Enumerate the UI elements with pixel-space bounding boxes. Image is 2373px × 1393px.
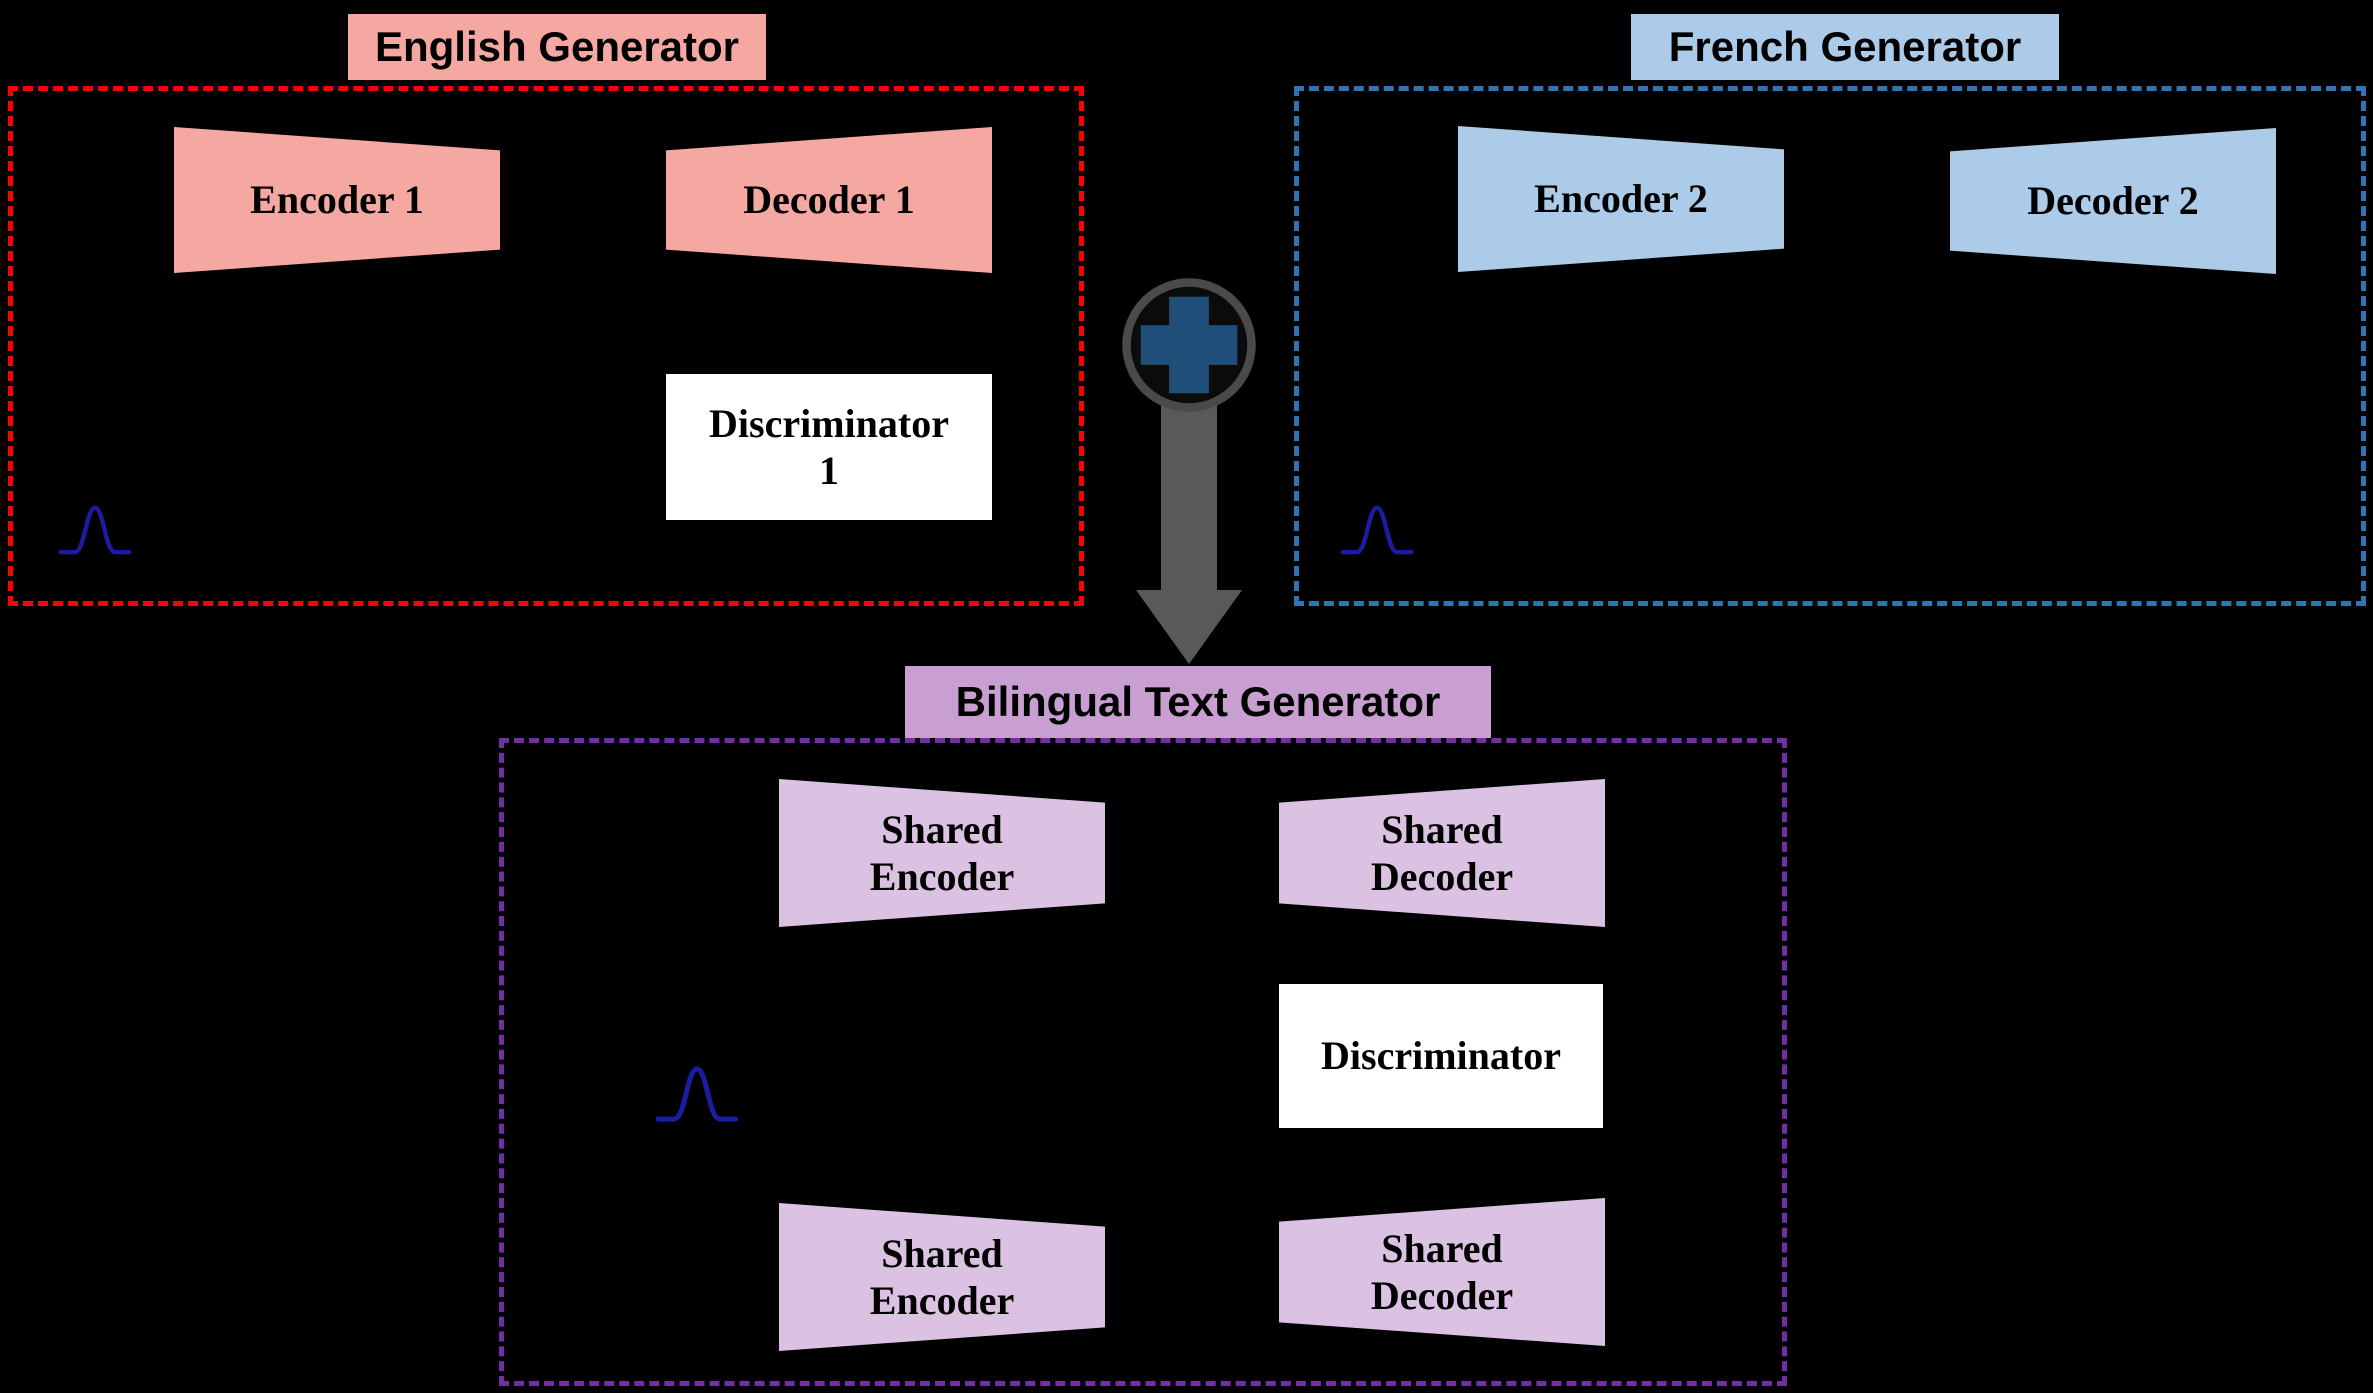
- shared-encoder-bottom: Shared Encoder: [779, 1203, 1105, 1351]
- french-generator-title-label: French Generator: [1668, 23, 2022, 71]
- encoder-2-label: Encoder 2: [1534, 176, 1708, 222]
- shared-decoder-bottom-label: Shared Decoder: [1370, 1225, 1514, 1318]
- shared-encoder-top: Shared Encoder: [779, 779, 1105, 927]
- bilingual-generator-title-label: Bilingual Text Generator: [955, 678, 1441, 726]
- gaussian-curve-icon-french: [1340, 505, 1414, 555]
- plus-icon: [1122, 278, 1256, 412]
- english-generator-title-label: English Generator: [374, 23, 740, 71]
- bilingual-generator-title: Bilingual Text Generator: [905, 666, 1491, 738]
- discriminator-shared-label: Discriminator: [1321, 1033, 1561, 1079]
- decoder-1: Decoder 1: [666, 127, 992, 273]
- decoder-2-label: Decoder 2: [2027, 178, 2199, 224]
- french-generator-title: French Generator: [1631, 14, 2059, 80]
- encoder-2: Encoder 2: [1458, 126, 1784, 272]
- gaussian-curve-icon-english: [58, 505, 132, 555]
- bilingual-generator-box: [499, 738, 1787, 1386]
- discriminator-1-label: Discriminator 1: [709, 400, 949, 493]
- english-generator-box: [8, 86, 1084, 606]
- english-generator-title: English Generator: [348, 14, 766, 80]
- shared-decoder-top-label: Shared Decoder: [1370, 806, 1514, 899]
- discriminator-1: Discriminator 1: [666, 374, 992, 520]
- french-generator-box: [1294, 86, 2366, 606]
- encoder-1: Encoder 1: [174, 127, 500, 273]
- encoder-1-label: Encoder 1: [250, 177, 424, 223]
- shared-encoder-top-label: Shared Encoder: [869, 806, 1015, 899]
- gaussian-curve-icon-bilingual: [655, 1066, 739, 1122]
- decoder-2: Decoder 2: [1950, 128, 2276, 274]
- shared-decoder-bottom: Shared Decoder: [1279, 1198, 1605, 1346]
- merge-down-arrow: [1136, 400, 1242, 664]
- shared-decoder-top: Shared Decoder: [1279, 779, 1605, 927]
- discriminator-shared: Discriminator: [1279, 984, 1603, 1128]
- shared-encoder-bottom-label: Shared Encoder: [869, 1230, 1015, 1323]
- decoder-1-label: Decoder 1: [743, 177, 915, 223]
